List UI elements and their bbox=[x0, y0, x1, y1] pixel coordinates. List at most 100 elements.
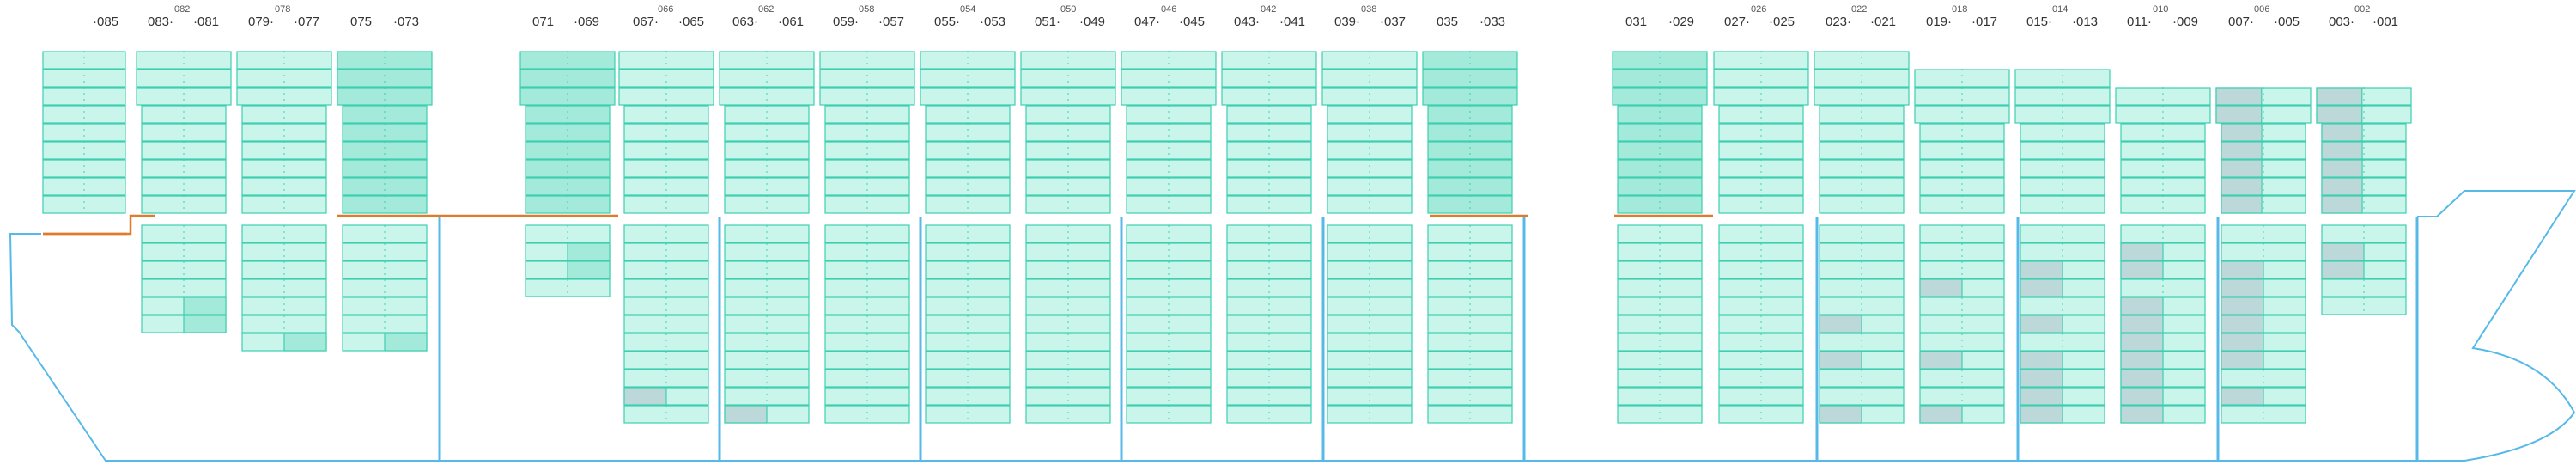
deck-slot bbox=[236, 69, 332, 88]
deck-slot bbox=[519, 51, 616, 70]
hold-slot bbox=[824, 369, 910, 388]
deck-slot bbox=[618, 87, 714, 106]
deck-slot bbox=[1126, 159, 1212, 178]
deck-slot bbox=[623, 159, 709, 178]
bay-label: 079· bbox=[248, 15, 274, 29]
deck-slot-grey bbox=[2221, 177, 2263, 196]
hold-slot-grey bbox=[2020, 278, 2063, 297]
hold-slot bbox=[141, 278, 227, 297]
hold-slot-grey bbox=[2120, 260, 2164, 279]
deck-slot bbox=[337, 51, 433, 70]
hold-slot bbox=[1427, 224, 1513, 243]
hold-slot bbox=[241, 242, 327, 261]
deck-slot bbox=[1126, 105, 1212, 124]
bay-label: ·049 bbox=[1079, 15, 1105, 29]
deck-slot bbox=[342, 195, 428, 214]
hold-slot bbox=[623, 278, 709, 297]
deck-slot bbox=[925, 195, 1011, 214]
deck-slot bbox=[1718, 105, 1804, 124]
deck-slot bbox=[1617, 123, 1703, 142]
bay-label: 027· bbox=[1724, 15, 1750, 29]
hold-slot bbox=[824, 405, 910, 424]
deck-slot bbox=[1914, 69, 2010, 88]
hold-slot-filled bbox=[384, 333, 428, 352]
bay-label: ·045 bbox=[1179, 15, 1205, 29]
deck-slot-grey bbox=[2321, 123, 2363, 142]
hold-slot bbox=[1718, 242, 1804, 261]
bay-label: ·005 bbox=[2274, 15, 2300, 29]
deck-slot bbox=[1226, 159, 1312, 178]
hold-slot bbox=[925, 387, 1011, 406]
hold-slot bbox=[241, 278, 327, 297]
deck-slot bbox=[724, 159, 810, 178]
deck-slot bbox=[623, 141, 709, 160]
hold-slot bbox=[342, 315, 428, 333]
deck-slot bbox=[1126, 141, 1212, 160]
hold-slot bbox=[2221, 405, 2306, 424]
hold-slot bbox=[1226, 405, 1312, 424]
hold-slot bbox=[1126, 351, 1212, 370]
hold-slot-filled bbox=[183, 315, 227, 333]
hold-slot bbox=[1126, 369, 1212, 388]
bay-label: 022 bbox=[1851, 4, 1867, 15]
deck-slot bbox=[1226, 141, 1312, 160]
hold-slot bbox=[824, 297, 910, 315]
deck-slot bbox=[1226, 177, 1312, 196]
deck-slot bbox=[241, 159, 327, 178]
deck-slot bbox=[1020, 51, 1116, 70]
hold-slot-grey bbox=[2221, 260, 2264, 279]
hold-slot bbox=[623, 315, 709, 333]
bay-label: ·033 bbox=[1479, 15, 1505, 29]
deck-slot bbox=[1919, 177, 2005, 196]
hold-slot bbox=[141, 242, 227, 261]
hold-slot bbox=[342, 224, 428, 243]
deck-slot bbox=[2115, 105, 2211, 124]
deck-slot bbox=[1121, 87, 1217, 106]
deck-slot bbox=[342, 177, 428, 196]
hold-slot bbox=[724, 260, 810, 279]
hold-slot bbox=[1617, 405, 1703, 424]
hold-slot-grey bbox=[2221, 278, 2264, 297]
hold-slot bbox=[925, 405, 1011, 424]
hold-slot bbox=[824, 278, 910, 297]
deck-slot bbox=[42, 51, 126, 70]
deck-slot bbox=[1819, 177, 1905, 196]
deck-slot bbox=[342, 159, 428, 178]
hold-slot-grey bbox=[2020, 387, 2063, 406]
deck-slot bbox=[1427, 141, 1513, 160]
hold-slot bbox=[724, 333, 810, 352]
hold-slot bbox=[1819, 278, 1905, 297]
hold-slot bbox=[1025, 315, 1111, 333]
bay-label: 051· bbox=[1035, 15, 1060, 29]
deck-slot bbox=[525, 177, 611, 196]
deck-slot bbox=[236, 51, 332, 70]
hold-slot-grey bbox=[2120, 297, 2164, 315]
hold-slot bbox=[1718, 405, 1804, 424]
hold-slot bbox=[1819, 297, 1905, 315]
hold-slot bbox=[1126, 278, 1212, 297]
hold-slot bbox=[724, 224, 810, 243]
bay-label: 063· bbox=[732, 15, 758, 29]
deck-slot bbox=[2020, 159, 2105, 178]
deck-slot bbox=[342, 105, 428, 124]
deck-slot bbox=[1221, 87, 1317, 106]
hold-slot bbox=[1617, 387, 1703, 406]
deck-slot bbox=[42, 87, 126, 106]
hold-slot bbox=[724, 369, 810, 388]
hold-slot bbox=[1919, 260, 2005, 279]
deck-slot bbox=[141, 141, 227, 160]
deck-slot bbox=[1025, 141, 1111, 160]
deck-slot bbox=[42, 177, 126, 196]
hold-slot bbox=[824, 387, 910, 406]
hold-slot-grey bbox=[2221, 297, 2264, 315]
deck-slot bbox=[719, 87, 815, 106]
bay-label: ·029 bbox=[1668, 15, 1694, 29]
hold-slot bbox=[342, 260, 428, 279]
deck-slot bbox=[1121, 51, 1217, 70]
deck-slot-grey bbox=[2215, 87, 2263, 106]
deck-slot bbox=[337, 69, 433, 88]
hold-slot bbox=[1226, 369, 1312, 388]
bay-label: ·077 bbox=[294, 15, 319, 29]
hold-slot bbox=[1025, 260, 1111, 279]
bay-label: 043· bbox=[1234, 15, 1260, 29]
